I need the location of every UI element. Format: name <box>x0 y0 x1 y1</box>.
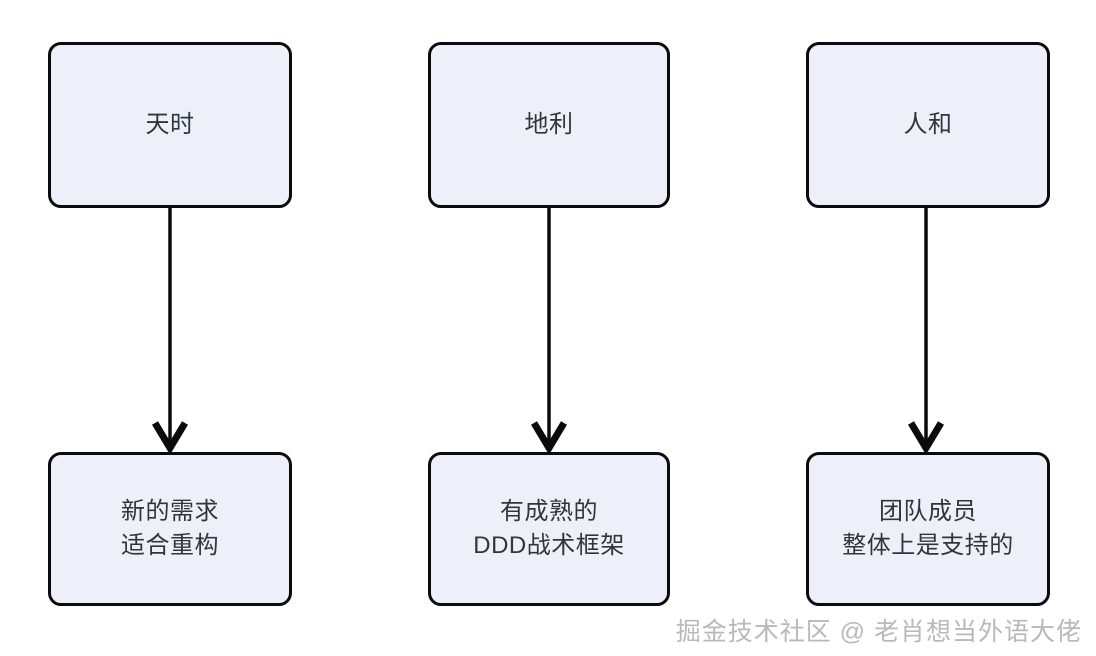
node-bottom-column-2: 有成熟的 DDD战术框架 <box>428 452 670 606</box>
connector-arrow-column-2 <box>530 208 568 455</box>
node-top-column-2: 地利 <box>428 42 670 208</box>
node-label-line: 整体上是支持的 <box>842 532 1014 559</box>
node-top-column-3: 人和 <box>806 42 1050 208</box>
node-bottom-column-1: 新的需求 适合重构 <box>48 452 292 606</box>
node-label-line: 有成熟的 <box>500 497 598 525</box>
node-label-line: 适合重构 <box>121 532 219 559</box>
node-top-column-1: 天时 <box>48 42 292 208</box>
arrowhead-chevron-icon <box>151 421 189 455</box>
node-label-line: 新的需求 <box>121 497 219 525</box>
node-label-line: 人和 <box>903 110 953 138</box>
node-label-line: 团队成员 <box>879 497 977 525</box>
node-label-line: 天时 <box>145 110 195 138</box>
node-label-line: DDD战术框架 <box>473 532 625 559</box>
watermark: 掘金技术社区 @ 老肖想当外语大佬 <box>675 618 1082 646</box>
node-bottom-column-3: 团队成员 整体上是支持的 <box>806 452 1050 606</box>
arrowhead-chevron-icon <box>907 421 945 455</box>
connector-arrow-column-3 <box>907 208 945 455</box>
connector-arrow-column-1 <box>151 208 189 455</box>
node-label-line: 地利 <box>524 110 574 138</box>
arrowhead-chevron-icon <box>530 421 568 455</box>
